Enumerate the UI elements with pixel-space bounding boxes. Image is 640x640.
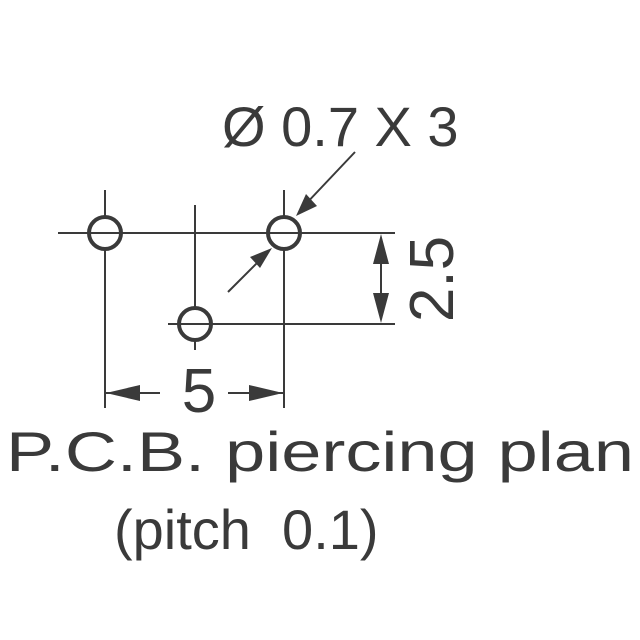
horizontal-dimension: 5 [106,357,283,426]
diameter-leader [227,151,356,293]
leader-line-upper [301,151,356,209]
vertical-arrowhead-bottom [373,293,389,323]
holes [87,215,302,342]
dim-horizontal-label: 5 [182,357,216,426]
hole-spec-label: Ø 0.7 X 3 [222,95,459,158]
horizontal-arrowhead-left [106,385,140,401]
caption-line2: (pitch 0.1) [114,498,379,561]
dim-vertical-label: 2.5 [398,236,467,322]
vertical-dimension: 2.5 [373,234,467,323]
vertical-arrowhead-top [373,234,389,264]
horizontal-arrowhead-right [249,385,283,401]
caption-line1: P.C.B. piercing plan [6,420,634,483]
arrowhead-upper [296,194,317,216]
arrowhead-lower [250,248,272,268]
